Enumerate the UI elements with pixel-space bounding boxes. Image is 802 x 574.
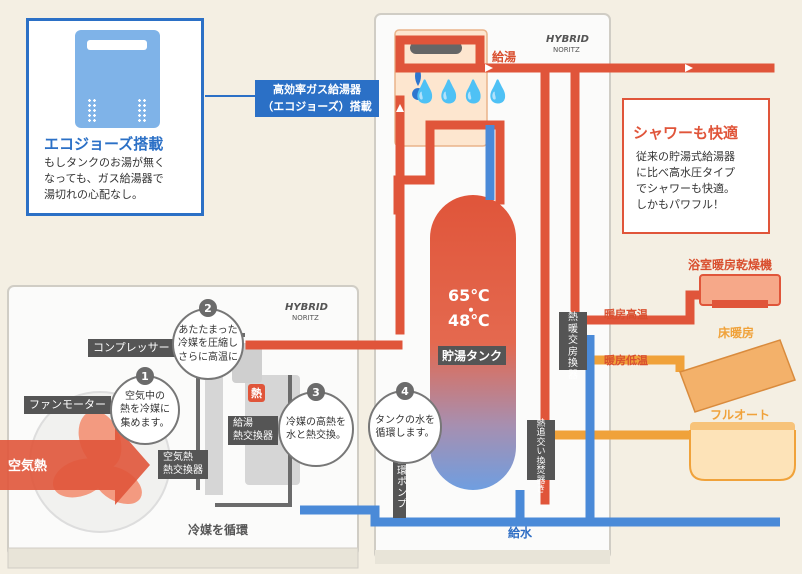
- step-3-number: 3: [307, 383, 325, 401]
- storage-tank: [430, 195, 516, 490]
- step-2-number: 2: [199, 299, 217, 317]
- tank-temp-bottom: 48℃: [448, 311, 490, 330]
- heating-low-label: 暖房低温: [604, 354, 648, 367]
- heat-tag: 熱: [248, 384, 265, 402]
- refrigerant-cycle-label: 冷媒を循環: [188, 523, 249, 537]
- water-supply-label: 給水: [508, 526, 533, 540]
- circulation-pump-label: 循環ポンプ: [393, 450, 406, 518]
- ecojozu-boiler-image: [75, 30, 160, 128]
- heating-high-label: 暖房高温: [604, 308, 648, 321]
- supply-hx-label: 給湯 熱交換器: [228, 416, 278, 445]
- flame-icons: [412, 66, 425, 100]
- bathtub-icon: [689, 422, 796, 481]
- air-hx-label: 空気熱 熱交換器: [158, 450, 208, 479]
- red-arrows: [396, 64, 693, 112]
- bathroom-dryer-icon: [699, 274, 781, 308]
- warm-pipes: [545, 355, 700, 440]
- step-4-bubble: タンクの水を 循環します。: [368, 390, 442, 464]
- hot-pipes: [245, 35, 775, 505]
- fan-motor-label: ファンモーター: [24, 396, 111, 414]
- compressor-label: コンプレッサー: [88, 339, 175, 357]
- heatpump-maker: NORITZ: [292, 314, 319, 322]
- flame-icon-row: 💧💧💧💧: [411, 80, 512, 105]
- step-2-bubble: あたたまった 冷媒を圧縮し さらに高温に: [172, 308, 244, 380]
- hot-supply-label: 給湯: [492, 50, 517, 64]
- gas-boiler-vent: [410, 42, 462, 54]
- tank-temp-top: 65℃: [448, 286, 490, 305]
- full-auto-label: フルオート: [710, 408, 771, 422]
- floor-heating-label: 床暖房: [718, 326, 755, 340]
- shower-title: シャワーも快適: [633, 124, 739, 142]
- cold-pipes: [300, 125, 780, 527]
- tank-brand: HYBRID: [546, 34, 589, 45]
- tank-temp-dot: ・: [463, 301, 480, 320]
- heat-pump-base: [7, 547, 359, 569]
- step-4-number: 4: [396, 382, 414, 400]
- air-heat-arrow: [0, 425, 150, 505]
- floor-heating-icon: [679, 339, 796, 413]
- heatpump-brand: HYBRID: [285, 302, 328, 313]
- tank-unit-base: [375, 550, 610, 564]
- shower-box: [622, 98, 770, 234]
- reheat-hx-label: 熱 追 交 い 換 焚 器 き: [527, 419, 555, 495]
- heating-hx-label: 熱 暖 交 房 換 器: [559, 312, 587, 381]
- shower-desc: 従来の貯湯式給湯器 に比べ高水圧タイプ でシャワーも快適。 しかもパワフル！: [636, 150, 735, 211]
- step-1-number: 1: [136, 367, 154, 385]
- ecojozu-title: エコジョーズ搭載: [44, 135, 164, 153]
- step-1-bubble: 空気中の 熱を冷媒に 集めます。: [110, 375, 180, 445]
- tank-label: 貯湯タンク: [438, 346, 507, 365]
- ecojozu-desc: もしタンクのお湯が無く なっても、ガス給湯器で 湯切れの心配なし。: [44, 156, 165, 201]
- gas-boiler: [394, 29, 488, 147]
- tank-maker: NORITZ: [553, 46, 580, 54]
- step-3-bubble: 冷媒の高熱を 水と熱交換。: [278, 391, 354, 467]
- gas-boiler-label: 高効率ガス給湯器 （エコジョーズ）搭載: [255, 80, 379, 117]
- bathroom-dryer-label: 浴室暖房乾燥機: [688, 258, 773, 272]
- air-heat-label-text: 空気熱: [8, 459, 48, 474]
